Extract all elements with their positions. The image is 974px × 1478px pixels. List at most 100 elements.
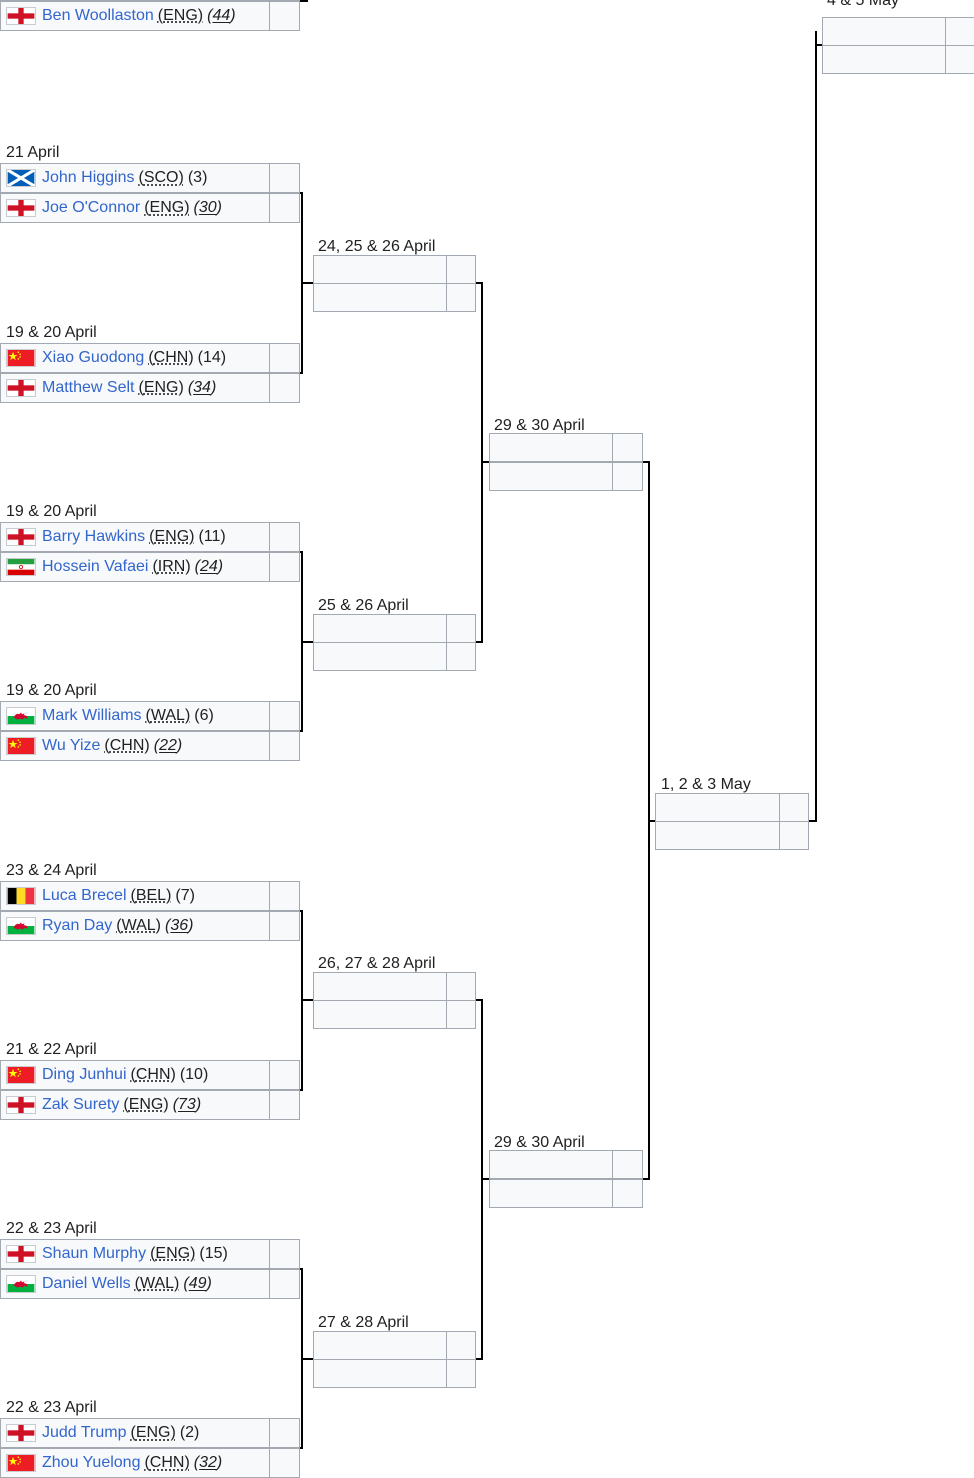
score-cell (269, 1059, 300, 1090)
player-cell (313, 613, 447, 643)
player-cell (822, 45, 946, 74)
player-name-link[interactable]: Daniel Wells (42, 1275, 131, 1293)
seed-number: 44 (212, 7, 231, 24)
player-cell (0, 551, 270, 582)
player-name-link[interactable]: Shaun Murphy (42, 1245, 147, 1263)
bracket-connector (301, 281, 313, 284)
match-date: 22 & 23 April (6, 1220, 97, 1238)
belgium-flag-icon (6, 886, 36, 905)
player-name-link[interactable]: Zak Surety (42, 1095, 120, 1113)
player-entry: Ding Junhui(CHN)(10) (6, 1060, 266, 1090)
player-cell (0, 342, 270, 373)
score-cell (269, 1269, 300, 1300)
player-name-link[interactable]: Ben Woollaston (42, 7, 154, 24)
seed: (73) (172, 1095, 202, 1113)
player-name-link[interactable]: Mark Williams (42, 707, 142, 725)
iran-flag-icon (6, 557, 36, 576)
score-cell (269, 1448, 300, 1478)
country-code: (WAL) (134, 1275, 180, 1293)
round2-date: 24, 25 & 26 April (318, 237, 436, 255)
player-cell (313, 282, 447, 312)
match-date: 19 & 20 April (6, 323, 97, 341)
seed-number: 24 (199, 557, 218, 575)
player-entry: Zhou Yuelong(CHN)(32) (6, 1448, 266, 1478)
score-cell (446, 641, 476, 671)
seed: (36) (164, 916, 194, 934)
player-entry: Shaun Murphy(ENG)(15) (6, 1239, 266, 1269)
player-cell (822, 17, 946, 46)
bracket-connector (481, 1178, 489, 1181)
seed: (7) (175, 886, 195, 904)
player-cell (489, 433, 613, 463)
bracket-connector (481, 461, 489, 464)
score-cell (269, 0, 300, 1)
player-entry: John Higgins(SCO)(3) (6, 163, 266, 193)
country-code: (SCO) (138, 169, 184, 187)
player-entry: Zak Surety(ENG)(73) (6, 1090, 266, 1120)
player-name-link[interactable]: Luca Brecel (42, 886, 127, 904)
player-name-link[interactable]: Barry Hawkins (42, 527, 146, 545)
seed-number: 3 (193, 169, 203, 187)
england-flag-icon (6, 7, 36, 25)
england-flag-icon (6, 1424, 36, 1443)
player-cell (313, 641, 447, 671)
wales-flag-icon (6, 707, 36, 726)
player-name-link[interactable]: Matthew Selt (42, 378, 135, 396)
player-name-link[interactable]: Wu Yize (42, 737, 101, 755)
country-abbr: ENG (163, 7, 198, 24)
seed: (3) (187, 169, 208, 187)
player-name-link[interactable]: Zhou Yuelong (42, 1454, 141, 1472)
match-date: 21 & 22 April (6, 1040, 97, 1058)
score-cell (446, 972, 476, 1002)
country-abbr: CHN (109, 737, 145, 755)
seed-number: 36 (170, 916, 189, 934)
score-cell (269, 551, 300, 582)
player-cell (0, 701, 270, 732)
country-code: (WAL) (116, 916, 161, 934)
player-cell (489, 1150, 613, 1180)
player-entry: Luca Brecel(BEL)(7) (6, 881, 266, 911)
england-flag-icon (6, 527, 36, 546)
china-flag-icon (6, 737, 36, 756)
player-name-link[interactable]: Xiao Guodong (42, 348, 145, 366)
semifinal-date: 1, 2 & 3 May (661, 775, 751, 793)
player-cell (489, 462, 613, 492)
bracket-connector (476, 281, 483, 284)
player-cell (0, 193, 270, 224)
score-cell (612, 433, 643, 463)
country-abbr: IRN (157, 557, 186, 575)
seed: (32) (193, 1454, 223, 1472)
england-flag-icon (6, 199, 36, 218)
player-cell (313, 972, 447, 1002)
player-name-link[interactable]: John Higgins (42, 169, 135, 187)
player-name-link[interactable]: Ryan Day (42, 916, 113, 934)
player-cell (655, 792, 780, 822)
country-abbr: ENG (149, 199, 185, 217)
seed-number: 49 (188, 1275, 207, 1293)
country-code: (CHN) (104, 737, 150, 755)
england-flag-icon (6, 1095, 36, 1114)
country-code: (CHN) (130, 1065, 176, 1083)
score-cell (612, 462, 643, 492)
player-cell (313, 254, 447, 284)
player-name-link[interactable]: Hossein Vafaei (42, 557, 149, 575)
quarterfinal-date: 29 & 30 April (494, 417, 585, 435)
country-abbr: CHN (149, 1454, 185, 1472)
country-abbr: ENG (143, 378, 179, 396)
country-abbr: ENG (128, 1095, 164, 1113)
seed: (11) (198, 527, 226, 545)
score-cell (269, 1239, 300, 1270)
china-flag-icon (6, 1454, 36, 1473)
bracket-connector (815, 31, 817, 822)
seed-number: 34 (193, 378, 211, 396)
player-name-link[interactable]: Joe O'Connor (42, 199, 141, 217)
player-name-link[interactable]: Judd Trump (42, 1424, 127, 1442)
player-entry: Wu Yize(CHN)(22) (6, 731, 266, 761)
score-cell (446, 1330, 476, 1360)
country-abbr: SCO (143, 169, 179, 187)
bracket-connector (301, 640, 313, 643)
seed-number: 22 (159, 737, 177, 755)
seed: (30) (193, 199, 222, 217)
seed-number: 11 (203, 527, 221, 545)
player-name-link[interactable]: Ding Junhui (42, 1065, 127, 1083)
